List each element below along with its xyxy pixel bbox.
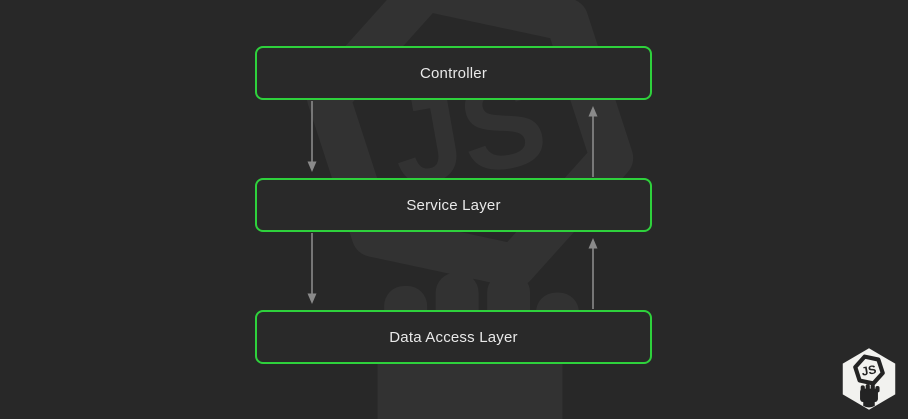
node-service-layer-label: Service Layer <box>406 196 501 214</box>
arrow-service-to-data-access <box>307 233 317 304</box>
js-fist-logo-badge <box>842 348 896 410</box>
arrow-controller-to-service <box>307 101 317 172</box>
node-controller-label: Controller <box>419 64 488 82</box>
arrow-data-access-to-service <box>588 238 598 309</box>
arrow-service-to-controller <box>588 106 598 177</box>
node-controller: Controller <box>255 46 652 100</box>
node-data-access-layer-label: Data Access Layer <box>389 328 518 346</box>
node-data-access-layer: Data Access Layer <box>255 310 652 364</box>
node-service-layer: Service Layer <box>255 178 652 232</box>
